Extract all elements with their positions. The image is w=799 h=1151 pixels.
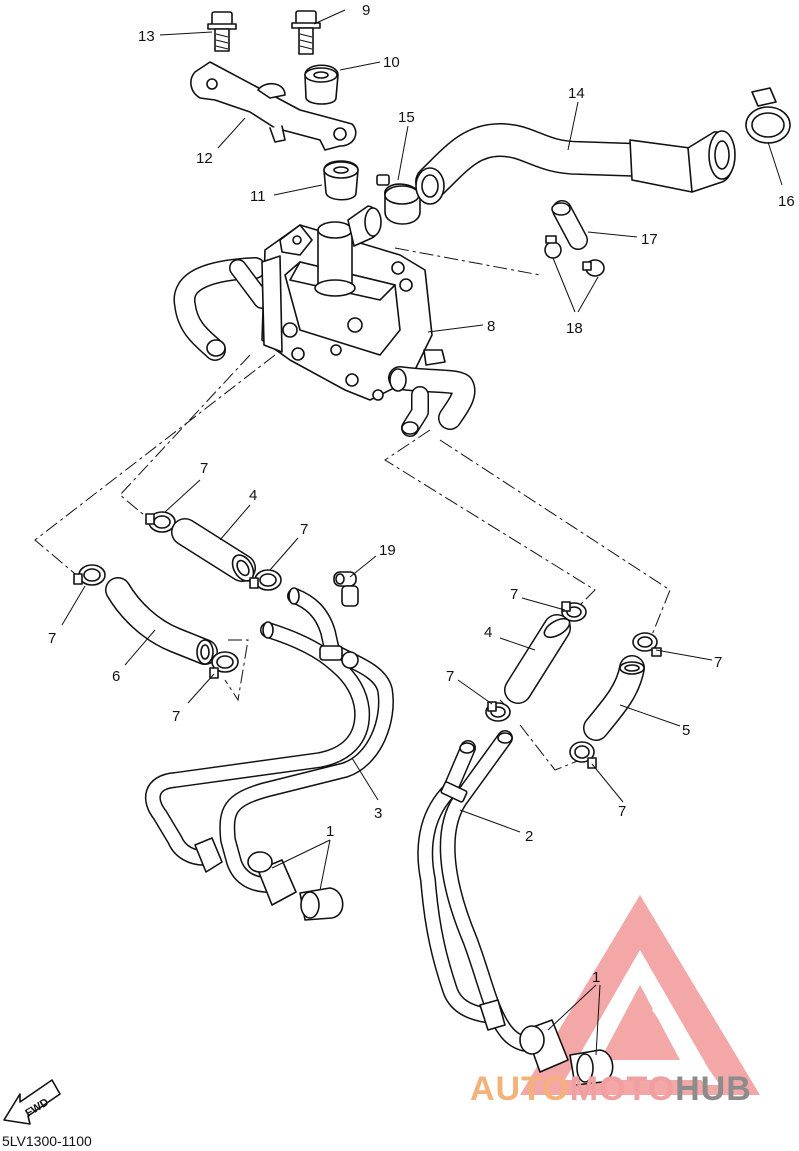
callout-1a: 1 bbox=[326, 823, 334, 840]
clamp-7b bbox=[249, 569, 282, 591]
fwd-arrow: FWD bbox=[3, 1079, 61, 1125]
hose-4a bbox=[171, 518, 256, 582]
callout-7a: 7 bbox=[200, 460, 208, 477]
diagram-code: 5LV1300-1100 bbox=[2, 1133, 92, 1149]
clamp-18a bbox=[544, 235, 562, 259]
hose-14 bbox=[415, 123, 736, 205]
callout-15: 15 bbox=[398, 109, 415, 126]
callout-7f: 7 bbox=[446, 668, 454, 685]
callout-labels: 13 9 10 12 11 15 14 16 17 18 8 7 4 7 19 … bbox=[48, 2, 795, 986]
grommet-10 bbox=[304, 64, 339, 105]
callout-7d: 7 bbox=[172, 708, 180, 725]
callout-7b: 7 bbox=[300, 521, 308, 538]
callout-12: 12 bbox=[196, 150, 213, 167]
svg-text:AUTOMOTOHUB: AUTOMOTOHUB bbox=[470, 1070, 752, 1108]
hose-17 bbox=[551, 200, 588, 250]
cap-1b bbox=[569, 1049, 614, 1086]
watermark-hub: HUB bbox=[675, 1070, 752, 1108]
callout-4a: 4 bbox=[249, 487, 257, 504]
callout-13: 13 bbox=[138, 28, 155, 45]
watermark-auto: AUTO bbox=[470, 1070, 570, 1108]
callout-7e: 7 bbox=[510, 586, 518, 603]
clamp-7f bbox=[485, 701, 511, 722]
callout-9: 9 bbox=[362, 2, 370, 19]
callout-14: 14 bbox=[568, 85, 585, 102]
leader-lines bbox=[61, 9, 783, 1056]
callout-7g: 7 bbox=[714, 654, 722, 671]
cap-1a bbox=[299, 887, 344, 921]
clamp-16 bbox=[745, 87, 791, 144]
callout-2: 2 bbox=[525, 828, 533, 845]
callout-11: 11 bbox=[250, 188, 266, 205]
clamp-15 bbox=[376, 174, 421, 225]
bolt-13 bbox=[207, 11, 237, 52]
clamp-7d bbox=[209, 651, 239, 679]
callout-17: 17 bbox=[641, 231, 658, 248]
hose-5 bbox=[583, 655, 645, 741]
callout-1b: 1 bbox=[592, 969, 600, 986]
callout-19: 19 bbox=[379, 542, 396, 559]
clamp-7a bbox=[145, 511, 176, 533]
callout-7h: 7 bbox=[618, 803, 626, 820]
callout-4b: 4 bbox=[484, 624, 492, 641]
callout-6: 6 bbox=[112, 668, 120, 685]
bolt-9 bbox=[291, 10, 321, 55]
clamp-7g bbox=[632, 632, 662, 657]
callout-8: 8 bbox=[487, 318, 495, 335]
clamp-7c bbox=[73, 564, 106, 586]
clamp-18b bbox=[582, 259, 605, 277]
callout-16: 16 bbox=[778, 193, 795, 210]
grommet-11 bbox=[323, 160, 359, 201]
callout-7c: 7 bbox=[48, 630, 56, 647]
watermark-logo bbox=[520, 895, 760, 1095]
bracket-12 bbox=[190, 61, 357, 151]
clamp-7e bbox=[561, 601, 587, 622]
clamp-7h bbox=[569, 741, 597, 769]
callout-18: 18 bbox=[566, 320, 583, 337]
callout-10: 10 bbox=[383, 54, 400, 71]
air-cut-valve-8 bbox=[173, 205, 476, 437]
watermark-moto: MOTO bbox=[570, 1070, 675, 1108]
watermark-text: AUTOMOTOHUB bbox=[470, 1070, 752, 1108]
callout-5: 5 bbox=[682, 722, 690, 739]
hose-6 bbox=[105, 577, 218, 665]
pipe-3 bbox=[144, 587, 394, 906]
plug-19 bbox=[333, 571, 359, 607]
connection-lines bbox=[34, 247, 671, 771]
pipe-2 bbox=[417, 730, 569, 1073]
hose-4b bbox=[504, 614, 571, 704]
callout-3: 3 bbox=[374, 805, 382, 822]
